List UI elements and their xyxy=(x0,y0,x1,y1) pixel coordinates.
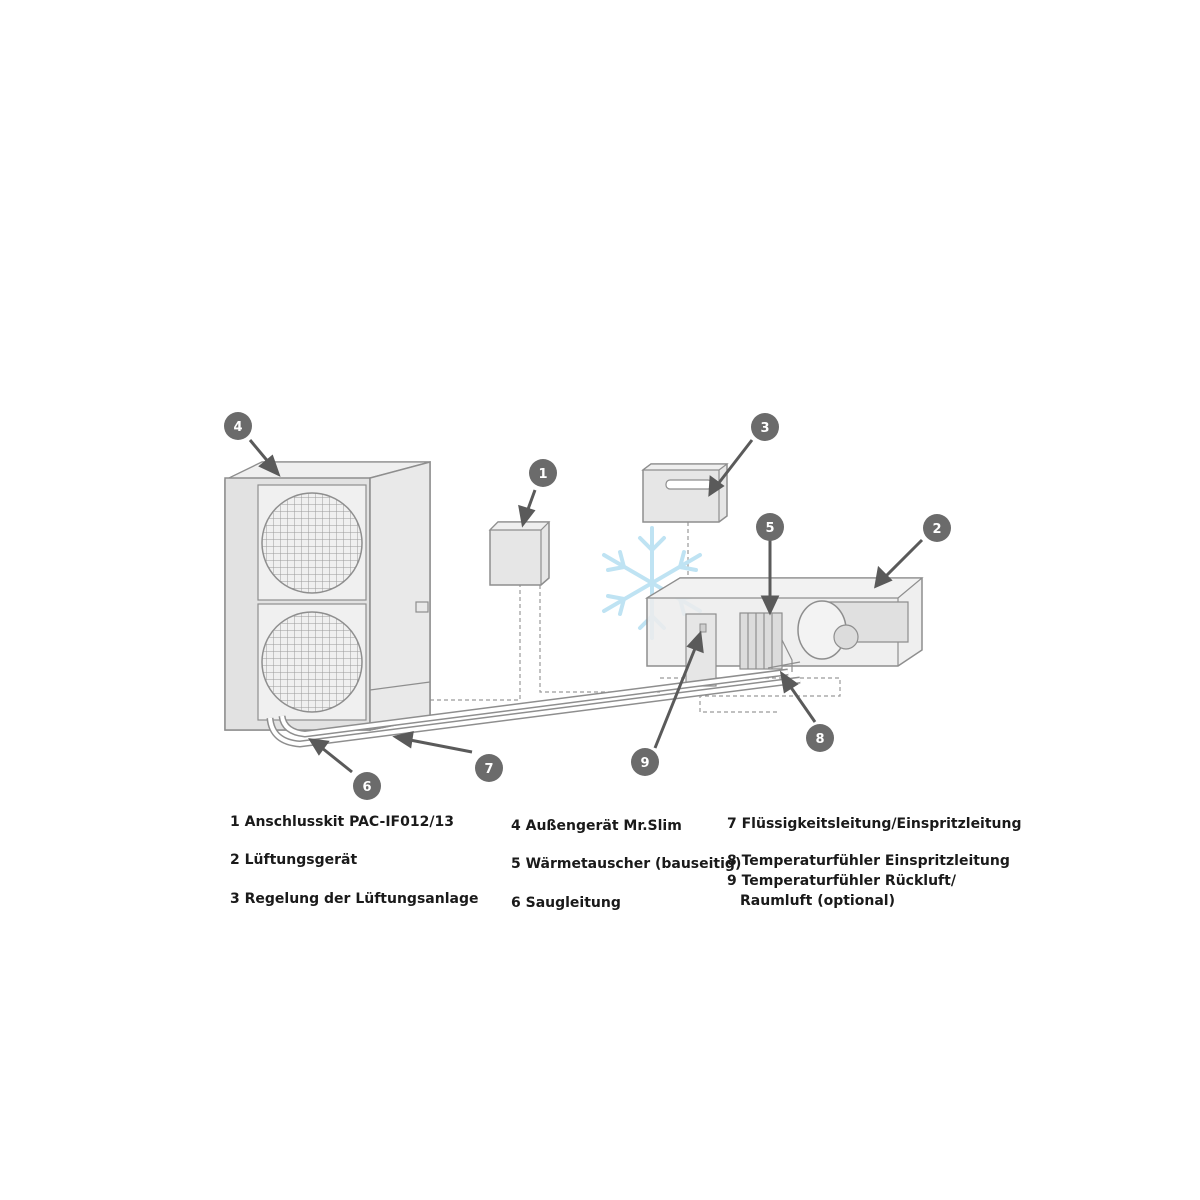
refrigerant-pipes xyxy=(266,668,801,748)
fan-grille-lower xyxy=(261,611,363,713)
legend-item-4: 4 Außengerät Mr.Slim xyxy=(511,818,682,834)
callout-arrows xyxy=(248,439,924,774)
svg-text:6: 6 xyxy=(362,780,371,795)
badge-7: 7 xyxy=(475,754,503,782)
outdoor-unit xyxy=(224,461,431,731)
badge-5: 5 xyxy=(756,513,784,541)
badge-1: 1 xyxy=(529,459,557,487)
svg-text:8: 8 xyxy=(815,732,824,747)
badge-4: 4 xyxy=(224,412,252,440)
svg-text:2: 2 xyxy=(932,522,941,537)
legend-item-5: 5 Wärmetauscher (bauseitig) xyxy=(511,856,742,872)
legend-item-9-line1: 9 Temperaturfühler Rückluft/ xyxy=(727,873,956,889)
ventilation-unit xyxy=(644,577,924,687)
legend-item-9-line2: Raumluft (optional) xyxy=(740,893,895,909)
legend-item-8: 8 Temperaturfühler Einspritzleitung xyxy=(727,853,1010,869)
badge-6: 6 xyxy=(353,772,381,800)
fan-grille-upper xyxy=(261,492,363,594)
badge-9: 9 xyxy=(631,748,659,776)
legend-item-3: 3 Regelung der Lüftungsanlage xyxy=(230,891,479,907)
legend-item-7: 7 Flüssigkeitsleitung/Einspritzleitung xyxy=(727,816,1022,832)
badge-2: 2 xyxy=(923,514,951,542)
legend-item-6: 6 Saugleitung xyxy=(511,895,621,911)
heat-exchanger xyxy=(739,612,801,672)
svg-text:1: 1 xyxy=(538,467,547,482)
badge-3: 3 xyxy=(751,413,779,441)
connection-kit-box xyxy=(488,521,551,586)
svg-text:5: 5 xyxy=(765,521,774,536)
badge-8: 8 xyxy=(806,724,834,752)
svg-text:4: 4 xyxy=(233,420,242,435)
legend-item-2: 2 Lüftungsgerät xyxy=(230,852,358,868)
ventilation-controller xyxy=(641,463,729,523)
svg-text:9: 9 xyxy=(640,756,649,771)
svg-text:3: 3 xyxy=(760,421,769,436)
legend-item-1: 1 Anschlusskit PAC-IF012/13 xyxy=(230,814,454,830)
svg-text:7: 7 xyxy=(484,762,493,777)
